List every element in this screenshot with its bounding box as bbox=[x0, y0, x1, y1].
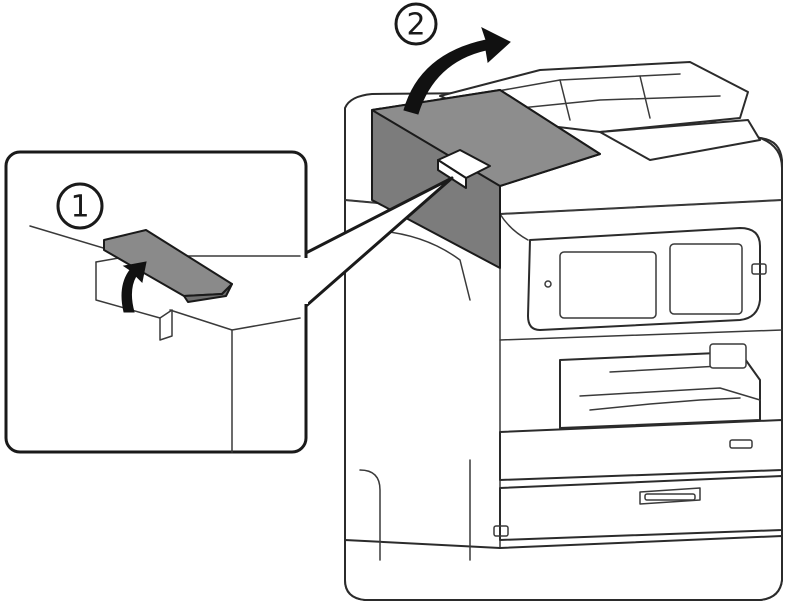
step-2-number: 2 bbox=[406, 8, 425, 43]
adf-output-tray bbox=[599, 119, 761, 161]
callout-frame bbox=[4, 150, 308, 454]
adf-cover bbox=[371, 89, 601, 269]
curved-up-arrow-icon bbox=[121, 261, 147, 313]
step-1-number: 1 bbox=[70, 190, 89, 225]
curved-right-arrow-icon bbox=[403, 27, 511, 115]
step-1-badge: 1 bbox=[56, 182, 104, 230]
paper-cassette-2 bbox=[499, 475, 783, 541]
paper-cassette-1 bbox=[499, 419, 783, 481]
touch-screen bbox=[559, 251, 657, 319]
step-2-badge: 2 bbox=[394, 2, 438, 46]
printer-base bbox=[344, 535, 783, 601]
